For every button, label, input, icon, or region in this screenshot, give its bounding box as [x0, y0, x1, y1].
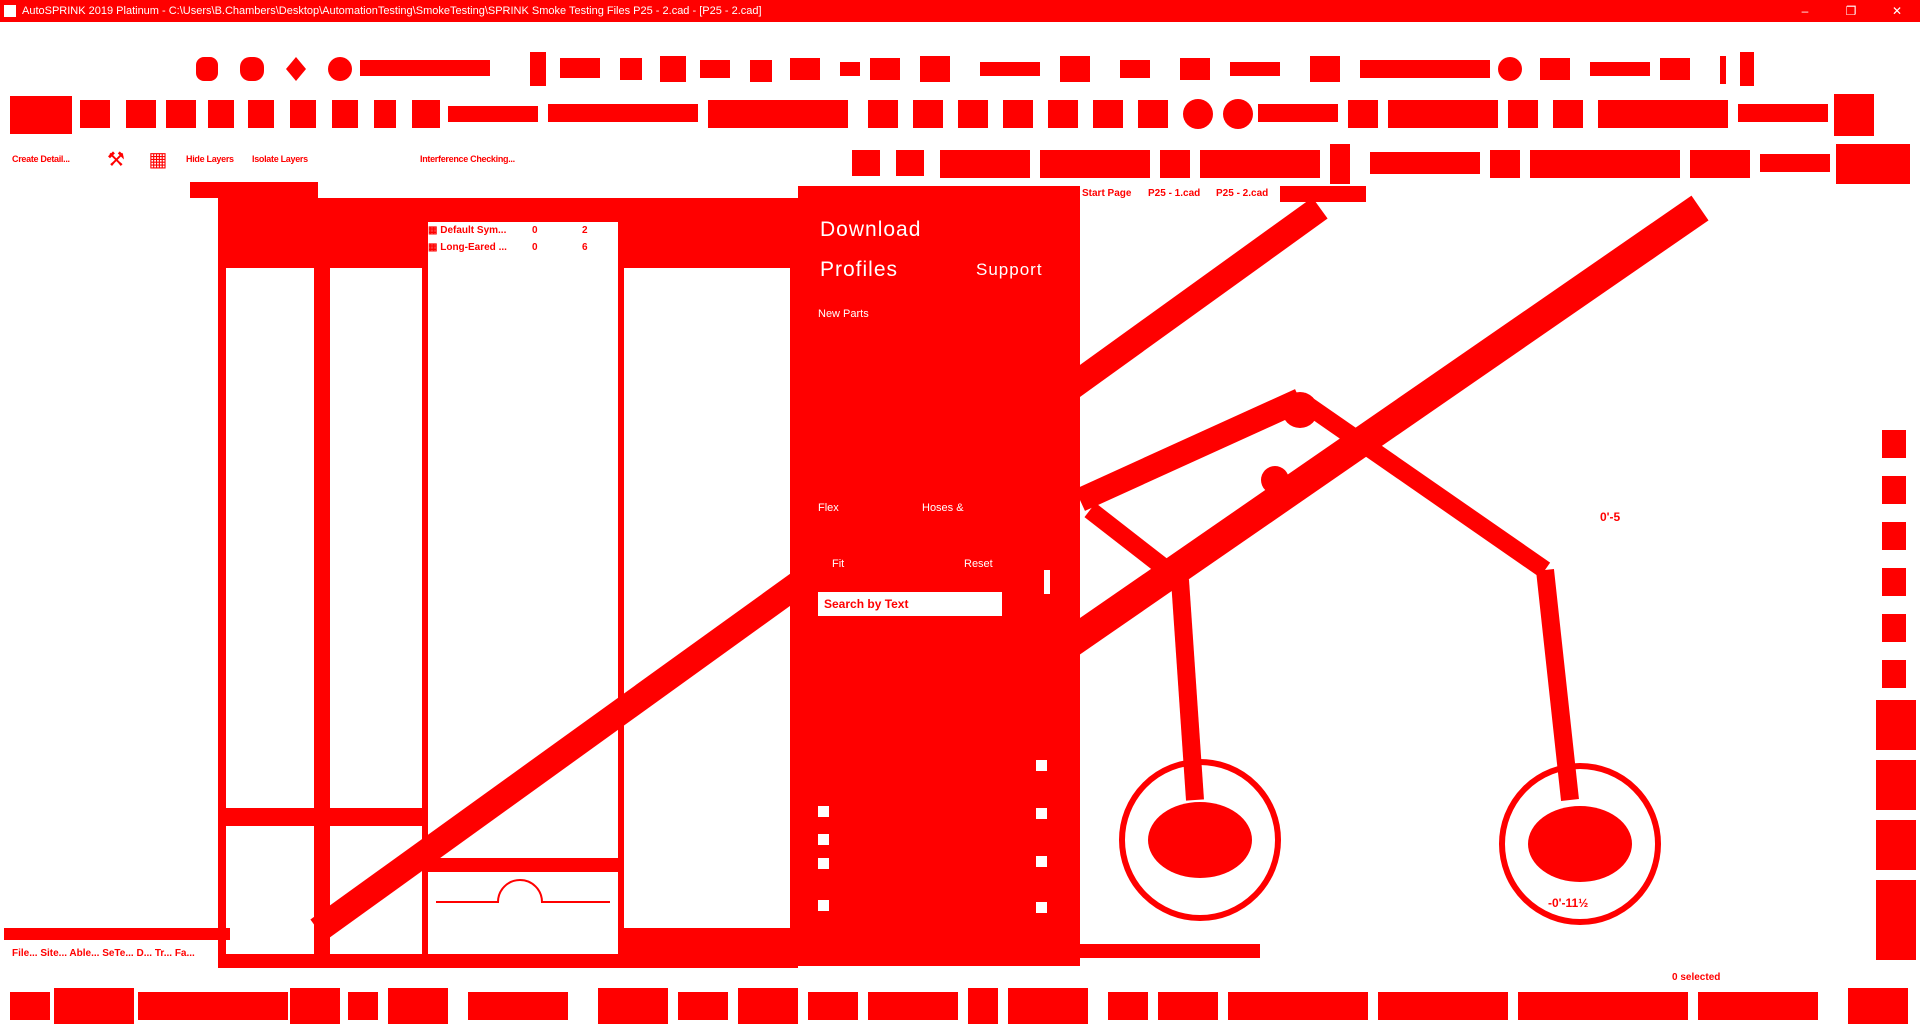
toolbar-row-2-icons[interactable] — [8, 94, 1878, 136]
dimension-top: 0'-5 — [1600, 510, 1621, 524]
right-vertical-toolbar — [1872, 430, 1920, 960]
filter-checkbox-1[interactable] — [818, 806, 829, 817]
flyout-support-link[interactable]: Support — [976, 260, 1043, 279]
symbol-row-1-icon: ▦ — [428, 225, 438, 236]
bottom-toolbar — [8, 986, 1912, 1026]
left-panel-body-lower — [226, 826, 314, 954]
sprinkler-ring-left — [1119, 759, 1281, 921]
filter-checkbox-3[interactable] — [818, 858, 829, 869]
symbol-row-2-icon: ▦ — [428, 242, 438, 253]
minimize-button[interactable]: – — [1801, 4, 1809, 18]
toggle-checkbox-3[interactable] — [1036, 856, 1047, 867]
flyout-reset-label[interactable]: Reset — [964, 558, 993, 570]
sprinkler-head-right — [1528, 806, 1632, 882]
flyout-profiles-link[interactable]: Profiles — [820, 258, 899, 281]
close-button[interactable]: ✕ — [1891, 4, 1903, 18]
pipe-fitting-top — [1282, 392, 1318, 428]
pipe-fitting-mid — [1261, 466, 1289, 494]
app-icon — [4, 5, 16, 17]
pipe-branch-a — [1075, 389, 1305, 511]
bottom-panel-bar — [4, 928, 230, 940]
toggle-checkbox-4[interactable] — [1036, 902, 1047, 913]
middle-panel-body — [330, 268, 422, 808]
hide-layers-button[interactable]: Hide Layers — [186, 154, 234, 164]
bottom-left-status: File... Site... Able... SeTe... D... Tr.… — [12, 948, 195, 959]
filter-checkbox-2[interactable] — [818, 834, 829, 845]
left-panel-body — [226, 268, 314, 808]
symbol-row-1-name: Default Sym... — [440, 225, 507, 236]
toolbar-row-3 — [850, 144, 1910, 184]
symbol-row-2-a: 0 — [532, 242, 538, 253]
maximize-button[interactable]: ❐ — [1845, 4, 1857, 18]
toolbar-row-2 — [8, 94, 1878, 136]
flyout-filter-label: Flex — [818, 502, 839, 514]
flyout-hoses-label: Hoses & — [922, 502, 964, 514]
tab-p25-2[interactable]: P25 - 2.cad — [1216, 188, 1269, 199]
preview-graphic — [436, 879, 610, 903]
pipe-main-right — [1051, 195, 1709, 663]
flyout-download-link[interactable]: Download — [820, 218, 922, 241]
parts-flyout-panel — [798, 186, 1080, 966]
window-title: AutoSPRINK 2019 Platinum - C:\Users\B.Ch… — [22, 5, 762, 17]
alerts-pin-icon[interactable]: ⊕ — [288, 188, 297, 199]
right-toolbar-icons[interactable] — [1872, 430, 1920, 960]
sprinkler-head-left — [1148, 802, 1252, 878]
search-by-text-input[interactable]: Search by Text — [818, 592, 1002, 616]
alerts-close-icon[interactable]: ✕ — [304, 188, 313, 199]
panel-close-icon[interactable]: ✕ — [206, 186, 215, 197]
symbol-row-1[interactable]: ▦ Default Sym... — [428, 225, 506, 236]
pipe-branch-b — [1294, 392, 1551, 578]
panel-header-strip — [190, 182, 318, 198]
layers-icon[interactable]: ▦ — [148, 149, 168, 171]
alerts-tab[interactable]: Alerts — [228, 188, 257, 199]
dimension-bottom: -0'-11½ — [1548, 896, 1589, 910]
flyout-fit-label: Fit — [832, 558, 845, 570]
sprinkler-ring-right — [1499, 763, 1661, 925]
toolbar-row-1-icons[interactable] — [190, 52, 1870, 86]
isolate-layers-button[interactable]: Isolate Layers — [252, 154, 308, 164]
pipe-drop-left-top — [1084, 502, 1186, 588]
detail-icon[interactable]: ⚒ — [107, 149, 125, 171]
flyout-new-parts-label[interactable]: New Parts — [818, 308, 869, 320]
bottom-toolbar-icons[interactable] — [8, 986, 1912, 1026]
toggle-checkbox-2[interactable] — [1036, 808, 1047, 819]
symbol-row-2[interactable]: ▦ Long-Eared ... — [428, 242, 507, 253]
selection-status: 0 selected — [1672, 972, 1721, 983]
symbols-preview — [428, 872, 618, 954]
flyout-scrollbar-thumb[interactable] — [1044, 570, 1050, 594]
toolbar-row-1 — [190, 52, 1870, 86]
interference-checking-button[interactable]: Interference Checking... — [420, 154, 515, 164]
panel-pin-icon[interactable]: ⊕ — [190, 186, 199, 197]
symbol-row-1-a: 0 — [532, 225, 538, 236]
symbol-row-1-b: 2 — [582, 225, 588, 236]
doc-tab-active-indicator — [1280, 186, 1366, 202]
tab-p25-1[interactable]: P25 - 1.cad — [1148, 188, 1201, 199]
symbol-row-2-name: Long-Eared ... — [440, 242, 507, 253]
pipe-drop-right — [1536, 569, 1579, 801]
title-bar: AutoSPRINK 2019 Platinum - C:\Users\B.Ch… — [0, 0, 1920, 22]
create-detail-button[interactable]: Create Detail... — [12, 154, 70, 164]
symbol-row-2-b: 6 — [582, 242, 588, 253]
toolbar-row-3-icons[interactable] — [850, 144, 1910, 184]
filter-checkbox-4[interactable] — [818, 900, 829, 911]
canvas-bottom-indicators — [1080, 944, 1260, 958]
tab-start-page[interactable]: Start Page — [1082, 188, 1132, 199]
toggle-checkbox-1[interactable] — [1036, 760, 1047, 771]
